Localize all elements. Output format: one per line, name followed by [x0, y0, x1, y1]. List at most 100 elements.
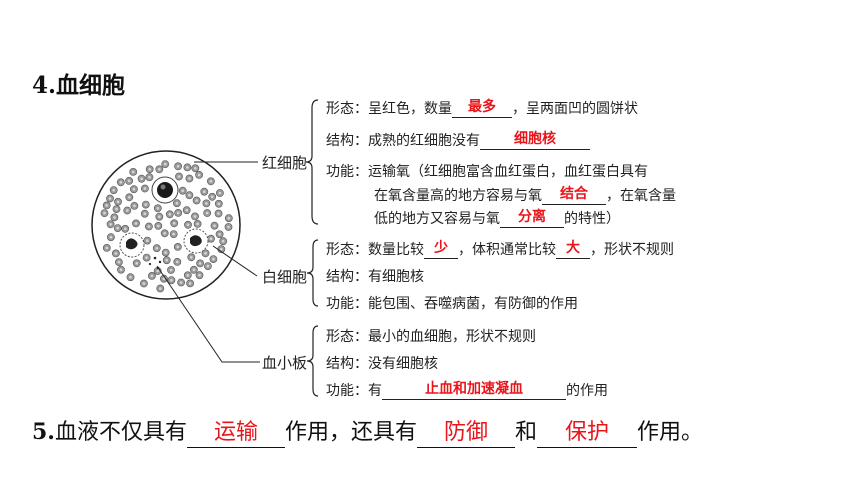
red-blood-cell-center	[113, 216, 116, 219]
red-line-structure: 结构：成熟的红细胞没有细胞核	[326, 130, 590, 150]
red-blood-cell-center	[147, 225, 151, 228]
red-blood-cell-center	[205, 202, 208, 205]
white-line-structure: 结构：有细胞核	[326, 269, 424, 285]
red-blood-cell-center	[170, 278, 173, 282]
red-blood-cell-center	[193, 215, 197, 218]
red-blood-cell-center	[205, 211, 209, 215]
red-blood-cell-center	[177, 175, 181, 178]
white-blood-cell-1	[151, 176, 179, 204]
red-blood-cell-center	[168, 213, 172, 216]
red-blood-cell-center	[156, 207, 160, 210]
red-blood-cell-center	[198, 273, 201, 277]
red-blood-cell-center	[190, 255, 193, 259]
red-blood-cell-center	[163, 232, 166, 235]
red-blood-cell-center	[179, 281, 183, 284]
white-line-function: 功能：能包围、吞噬病菌，有防御的作用	[326, 296, 578, 312]
red-blood-cell-center	[135, 262, 138, 265]
red-blood-cell-center	[220, 247, 223, 251]
red-blood-cell-center	[210, 195, 214, 199]
red-blood-cell-center	[196, 222, 199, 226]
red-blood-cell-center	[128, 196, 131, 199]
answer-few: 少	[424, 240, 458, 259]
label-platelet: 血小板	[262, 354, 308, 372]
answer-combine: 结合	[542, 186, 606, 205]
red-blood-cell-center	[157, 224, 160, 228]
label-white-blood-cell: 白细胞	[262, 268, 308, 286]
red-blood-cell-center	[105, 246, 109, 250]
red-blood-cell-center	[209, 237, 213, 240]
red-blood-cell-center	[194, 167, 197, 170]
red-blood-cell-center	[227, 216, 231, 220]
red-blood-cell-center	[176, 260, 179, 264]
red-blood-cell-center	[218, 191, 222, 195]
white-cell-brace	[306, 239, 319, 307]
section-4-title: 4.血细胞	[32, 72, 126, 99]
red-blood-cell-center	[185, 208, 188, 212]
red-blood-cell-center	[217, 212, 220, 215]
red-blood-cell-center	[176, 165, 180, 168]
platelet-leader-line	[156, 265, 260, 363]
red-blood-cell-center	[142, 282, 146, 285]
white-blood-cell-2	[119, 232, 145, 258]
red-blood-cell-center	[116, 200, 120, 204]
red-blood-cell-center	[198, 262, 202, 265]
red-blood-cell-center	[127, 179, 131, 183]
red-blood-cell-center	[158, 168, 161, 171]
red-blood-cell-center	[117, 260, 121, 264]
answer-separate: 分离	[500, 209, 564, 228]
red-blood-cell-center	[186, 274, 190, 277]
red-blood-cell-center	[212, 257, 215, 261]
red-blood-cell-center	[217, 202, 221, 206]
red-blood-cell-center	[188, 193, 191, 197]
answer-hemostasis: 止血和加速凝血	[382, 381, 566, 400]
answer-nucleus: 细胞核	[480, 131, 590, 150]
red-blood-cell-center	[150, 274, 154, 278]
red-blood-cell-center	[133, 204, 136, 208]
red-blood-cells-group	[100, 160, 233, 293]
red-blood-cell-center	[140, 177, 143, 180]
red-blood-cell-center	[123, 227, 127, 231]
red-blood-cell-center	[204, 252, 207, 255]
red-blood-cell-center	[155, 246, 159, 250]
red-blood-cell-center	[103, 211, 106, 215]
red-blood-cell-center	[131, 170, 135, 174]
red-blood-cell-center	[188, 282, 192, 285]
red-blood-cell-center	[197, 173, 201, 177]
white-line-morphology: 形态：数量比较少，体积通常比较大，形状不规则	[326, 240, 674, 259]
red-blood-cell-center	[209, 180, 213, 183]
red-blood-cell-center	[192, 268, 196, 272]
red-blood-cell-center	[108, 197, 112, 200]
red-blood-cell-center	[129, 275, 132, 279]
red-blood-cell-center	[172, 232, 175, 236]
red-blood-cell-center	[114, 252, 118, 255]
red-blood-cell-center	[119, 268, 123, 272]
red-blood-cell-center	[176, 211, 180, 215]
answer-protect: 保护	[537, 419, 638, 448]
white-cell-leader-line	[212, 245, 258, 277]
red-blood-cell-center	[109, 235, 113, 239]
red-blood-cell-center	[206, 264, 210, 268]
red-blood-cell-center	[176, 245, 180, 249]
red-blood-cell-center	[162, 277, 166, 281]
red-blood-cell-center	[164, 251, 167, 254]
red-blood-cell-center	[145, 256, 148, 259]
section-5-question: 5.血液不仅具有运输作用，还具有防御和保护作用。	[32, 414, 703, 448]
red-blood-cell-center	[188, 177, 191, 180]
red-blood-cell-center	[163, 162, 167, 166]
red-blood-cell-center	[175, 201, 179, 205]
red-blood-cell-center	[221, 239, 225, 243]
label-red-blood-cell: 红细胞	[262, 154, 308, 172]
red-blood-cell-center	[172, 222, 176, 225]
red-blood-cell-center	[143, 212, 147, 215]
red-line-function-3: 低的地方又容易与氧分离的特性）	[374, 209, 620, 228]
red-blood-cell-center	[115, 207, 118, 211]
red-line-function-2: 在氧含量高的地方容易与氧结合，在氧含量	[374, 186, 676, 205]
red-blood-cell-center	[195, 199, 198, 202]
white-blood-cell-3	[183, 228, 209, 254]
platelet-line-structure: 结构：没有细胞核	[326, 356, 438, 372]
red-blood-cell-center	[203, 190, 206, 193]
red-blood-cell-center	[144, 203, 148, 206]
red-blood-cell-center	[218, 233, 221, 236]
platelet-line-morphology: 形态：最小的血细胞，形状不规则	[326, 329, 536, 345]
